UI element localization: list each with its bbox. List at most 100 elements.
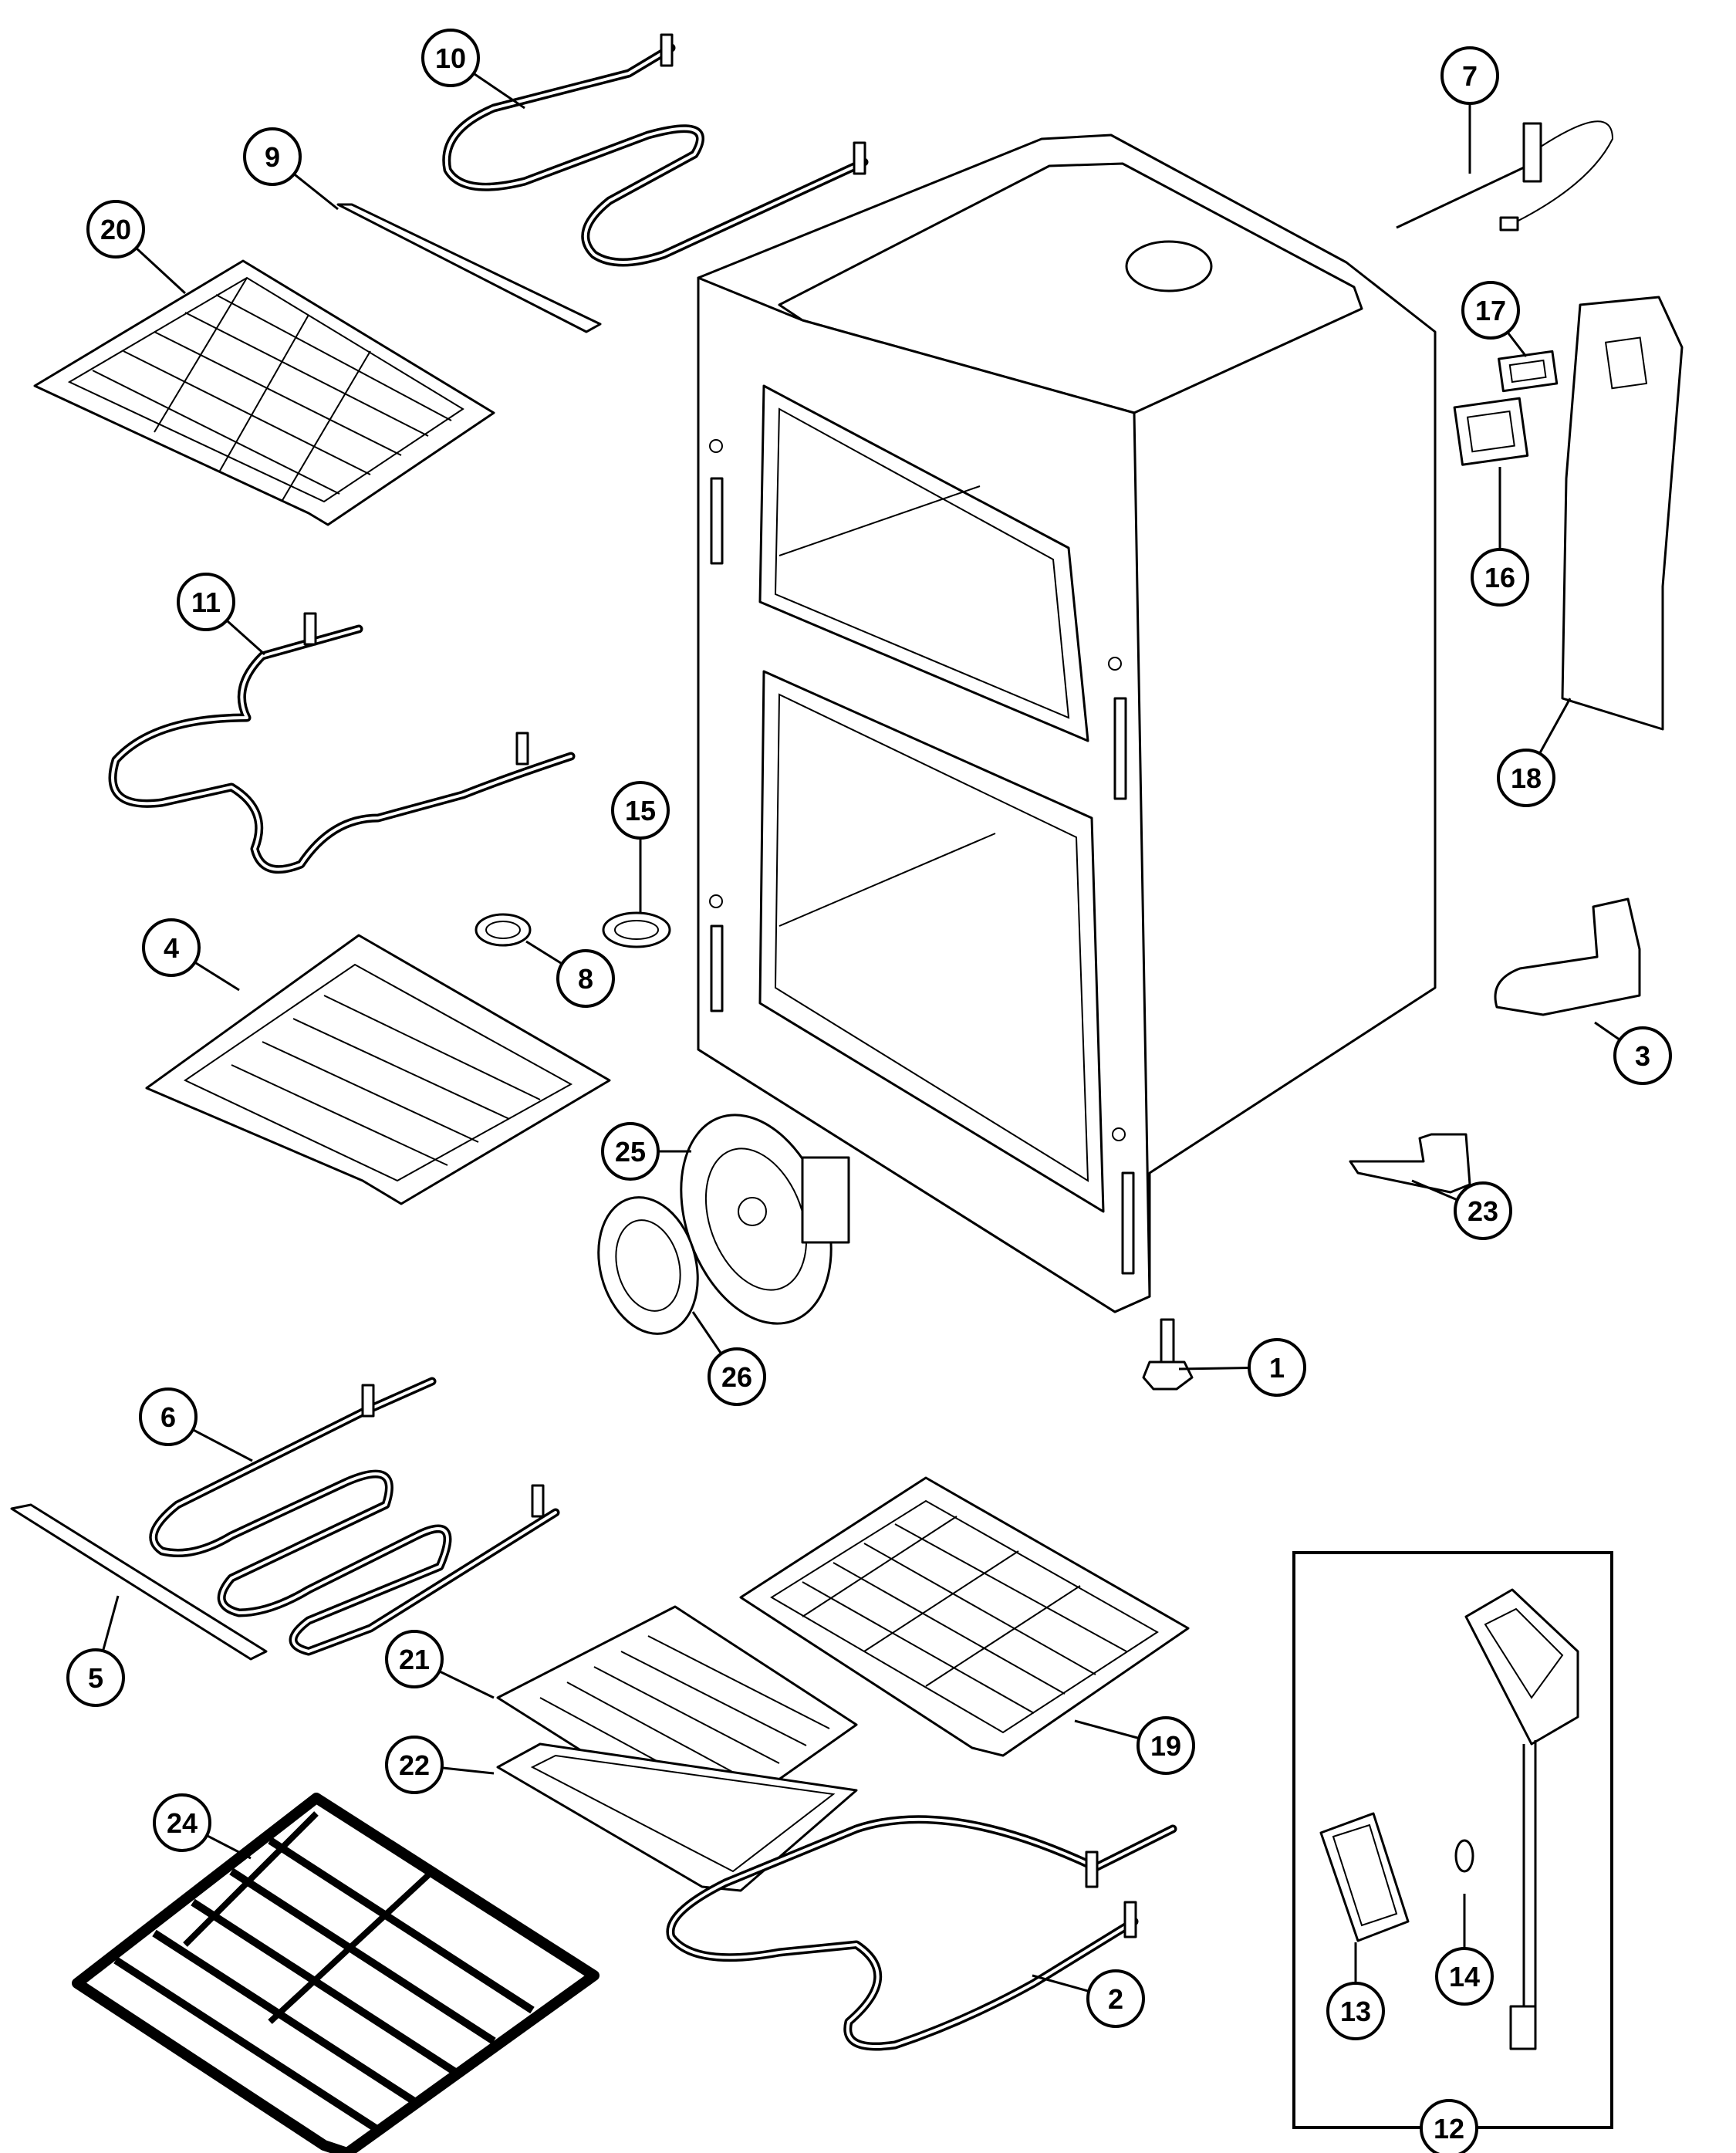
callout-label: 14: [1449, 1961, 1480, 1992]
fan-cover-26: [597, 1196, 699, 1335]
fan-25: [680, 1114, 850, 1325]
broiler-insert-21: [496, 1605, 858, 1824]
callout-circle: [601, 1122, 660, 1181]
callout-21: 21: [385, 1630, 444, 1688]
callout-circle: [556, 949, 615, 1008]
broiler-pan-22: [496, 1742, 858, 1892]
strip-9: [336, 203, 602, 333]
callout-circle: [86, 200, 145, 259]
callout-label: 19: [1150, 1730, 1181, 1762]
callout-label: 11: [191, 586, 221, 618]
callout-label: 1: [1269, 1352, 1285, 1384]
callout-11: 11: [177, 573, 235, 631]
callout-circle: [177, 573, 235, 631]
callout-4: 4: [142, 918, 201, 977]
callout-label: 21: [399, 1644, 430, 1675]
callout-24: 24: [153, 1793, 211, 1852]
callout-14: 14: [1435, 1947, 1494, 2006]
callout-label: 3: [1635, 1040, 1650, 1072]
strip-5: [10, 1503, 268, 1661]
grommet-15: [602, 911, 671, 948]
callout-label: 18: [1511, 762, 1542, 794]
light-housing-12: [1464, 1588, 1579, 2050]
leg-1: [1142, 1318, 1194, 1391]
callout-circle: [1326, 1982, 1385, 2040]
element-11: [108, 624, 576, 874]
trim-17: [1498, 350, 1559, 393]
bracket-3: [1494, 897, 1641, 1016]
callout-label: 25: [615, 1136, 646, 1168]
callout-7: 7: [1440, 46, 1499, 105]
callout-label: 23: [1467, 1195, 1498, 1227]
bulb-14: [1454, 1839, 1474, 1873]
callout-18: 18: [1497, 749, 1555, 807]
callout-label: 26: [721, 1361, 752, 1393]
callout-25: 25: [601, 1122, 660, 1181]
callout-16: 16: [1471, 548, 1529, 607]
callout-circle: [1440, 46, 1499, 105]
callout-label: 22: [399, 1749, 430, 1781]
callout-circle: [1461, 281, 1520, 340]
element-10: [442, 43, 869, 267]
callout-circle: [139, 1387, 198, 1446]
callout-26: 26: [708, 1347, 766, 1406]
callout-circle: [611, 781, 670, 840]
callout-2: 2: [1086, 1969, 1145, 2028]
callout-label: 15: [625, 795, 656, 826]
callouts: 1234567891011121314151617181920212223242…: [66, 29, 1672, 2153]
panel-18: [1561, 296, 1684, 731]
callout-22: 22: [385, 1736, 444, 1794]
callout-label: 9: [265, 141, 280, 173]
callout-circle: [1137, 1716, 1195, 1775]
callout-label: 13: [1340, 1996, 1371, 2027]
element-6: [149, 1377, 560, 1656]
rack-19: [739, 1476, 1190, 1757]
light-lens-13: [1319, 1812, 1410, 1942]
callout-circle: [1454, 1181, 1512, 1240]
callout-label: 20: [100, 214, 131, 245]
sensor-7: [1396, 120, 1614, 232]
callout-circle: [1420, 2099, 1478, 2153]
callout-17: 17: [1461, 281, 1520, 340]
callout-circle: [1086, 1969, 1145, 2028]
callout-3: 3: [1613, 1026, 1672, 1085]
callout-circle: [1613, 1026, 1672, 1085]
callout-1: 1: [1248, 1338, 1306, 1397]
callout-circle: [708, 1347, 766, 1406]
callout-label: 7: [1462, 60, 1478, 92]
grommet-8: [475, 913, 532, 947]
callout-23: 23: [1454, 1181, 1512, 1240]
callout-label: 12: [1434, 2113, 1464, 2145]
callout-19: 19: [1137, 1716, 1195, 1775]
callout-13: 13: [1326, 1982, 1385, 2040]
callout-9: 9: [243, 127, 302, 186]
callout-label: 6: [160, 1401, 176, 1433]
callout-6: 6: [139, 1387, 198, 1446]
callout-label: 2: [1108, 1983, 1123, 2015]
bracket-23: [1349, 1133, 1471, 1194]
callout-circle: [1497, 749, 1555, 807]
callout-label: 24: [167, 1807, 198, 1839]
callout-label: 5: [88, 1662, 103, 1694]
rack-20: [33, 259, 495, 526]
grid-24: [72, 1793, 599, 2153]
callout-10: 10: [421, 29, 480, 87]
callout-circle: [1248, 1338, 1306, 1397]
callout-circle: [243, 127, 302, 186]
callout-8: 8: [556, 949, 615, 1008]
callout-label: 4: [164, 932, 179, 964]
oven-cavity: [697, 134, 1437, 1313]
gasket-16: [1453, 397, 1529, 466]
callout-circle: [1471, 548, 1529, 607]
callout-circle: [142, 918, 201, 977]
callout-circle: [153, 1793, 211, 1852]
callout-circle: [1435, 1947, 1494, 2006]
callout-5: 5: [66, 1648, 125, 1707]
callout-15: 15: [611, 781, 670, 840]
panel-4: [145, 934, 611, 1205]
callout-label: 16: [1484, 562, 1515, 593]
callout-label: 8: [578, 963, 593, 995]
callout-12: 12: [1420, 2099, 1478, 2153]
callout-circle: [385, 1630, 444, 1688]
